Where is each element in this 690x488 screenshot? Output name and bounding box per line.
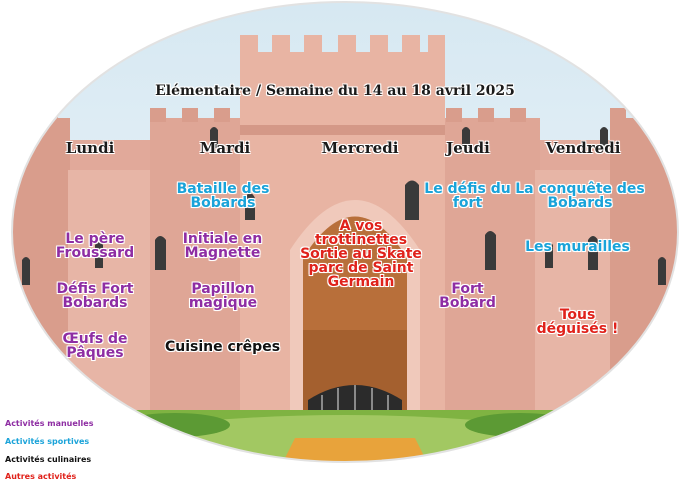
activity-vendredi-2: Les murailles xyxy=(525,239,630,255)
legend-other: Autres activités xyxy=(5,472,77,481)
activity-mardi-4: Cuisine crêpes xyxy=(164,339,281,355)
activity-jeudi-2: Fort Bobard xyxy=(439,281,496,311)
activity-lundi-1: Le père Froussard xyxy=(55,231,135,261)
activity-vendredi-1: La conquête des Bobards xyxy=(515,181,645,211)
day-jeudi: Jeudi xyxy=(446,139,490,157)
activity-mercredi-1: A vos trottinettes Sortie au Skate parc … xyxy=(300,218,422,290)
activity-lundi-3: Œufs de Pâques xyxy=(62,331,128,361)
legend-culinary: Activités culinaires xyxy=(5,455,92,464)
day-vendredi: Vendredi xyxy=(545,139,621,157)
day-mercredi: Mercredi xyxy=(321,139,399,157)
activity-mardi-1: Bataille des Bobards xyxy=(176,181,270,211)
page-title: Elémentaire / Semaine du 14 au 18 avril … xyxy=(155,83,515,99)
legend-manual: Activités manuelles xyxy=(5,419,94,428)
day-lundi: Lundi xyxy=(65,139,115,157)
activity-vendredi-3: Tous déguisés ! xyxy=(536,307,619,337)
activity-lundi-2: Défis Fort Bobards xyxy=(56,281,134,311)
activity-mardi-3: Papillon magique xyxy=(188,281,258,311)
activity-mardi-2: Initiale en Magnette xyxy=(182,231,263,261)
activity-jeudi-1: Le défis du fort xyxy=(424,181,511,211)
legend-sport: Activités sportives xyxy=(5,437,90,446)
day-mardi: Mardi xyxy=(199,139,251,157)
